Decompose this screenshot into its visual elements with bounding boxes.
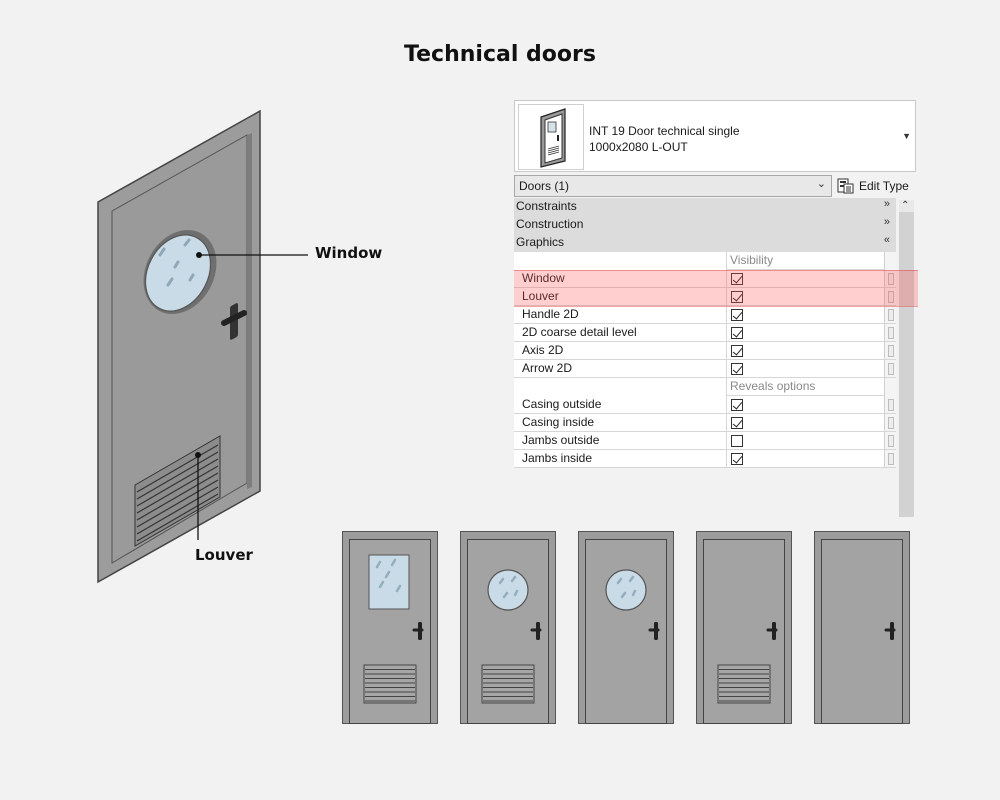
associate-parameter-button[interactable] <box>884 360 896 378</box>
scroll-up-arrow-icon[interactable]: ⌃ <box>901 200 910 211</box>
param-name: Handle 2D <box>514 306 726 324</box>
page-title: Technical doors <box>404 42 596 67</box>
associate-parameter-button[interactable] <box>884 288 896 306</box>
group-label: Construction <box>516 217 584 231</box>
isometric-door-illustration <box>97 109 261 584</box>
associate-parameter-button[interactable] <box>884 432 896 450</box>
scrollbar-thumb[interactable] <box>899 212 914 517</box>
double-chevron-down-icon: » <box>883 216 890 228</box>
properties-panel: INT 19 Door technical single 1000x2080 L… <box>514 100 918 517</box>
double-chevron-down-icon: » <box>883 198 890 210</box>
highlight-border-bottom <box>514 306 918 307</box>
associate-parameter-button[interactable] <box>884 342 896 360</box>
highlight-border-top <box>514 270 918 271</box>
param-row-window[interactable]: Window <box>514 270 896 288</box>
door-variant-3 <box>578 531 674 724</box>
param-name: 2D coarse detail level <box>514 324 726 342</box>
door-variant-1 <box>342 531 438 724</box>
axis-2d-checkbox[interactable] <box>731 345 743 357</box>
param-row-handle-2d[interactable]: Handle 2D <box>514 306 896 324</box>
instance-filter-dropdown[interactable]: Doors (1) ⌄ <box>514 175 832 197</box>
door-type-thumbnail <box>518 104 584 170</box>
param-row-arrow-2d[interactable]: Arrow 2D <box>514 360 896 378</box>
param-name: Casing outside <box>514 396 726 414</box>
subheader-reveals-label: Reveals options <box>726 378 884 396</box>
window-visibility-checkbox[interactable] <box>731 273 743 285</box>
edit-type-button[interactable]: Edit Type <box>837 175 917 197</box>
param-row-jambs-inside[interactable]: Jambs inside <box>514 450 896 468</box>
edit-type-label: Edit Type <box>859 179 909 193</box>
door-variant-4 <box>696 531 792 724</box>
double-chevron-up-icon: « <box>883 234 890 246</box>
louver-visibility-checkbox[interactable] <box>731 291 743 303</box>
casing-inside-checkbox[interactable] <box>731 417 743 429</box>
casing-outside-checkbox[interactable] <box>731 399 743 411</box>
param-row-coarse-detail[interactable]: 2D coarse detail level <box>514 324 896 342</box>
type-name: INT 19 Door technical single 1000x2080 L… <box>589 123 740 155</box>
param-name: Window <box>514 270 726 288</box>
coarse-detail-checkbox[interactable] <box>731 327 743 339</box>
door-variant-2 <box>460 531 556 724</box>
param-name: Axis 2D <box>514 342 726 360</box>
param-row-jambs-outside[interactable]: Jambs outside <box>514 432 896 450</box>
associate-parameter-button[interactable] <box>884 450 896 468</box>
type-name-line-2: 1000x2080 L-OUT <box>589 140 688 154</box>
window-callout-label: Window <box>315 244 383 262</box>
subheader-visibility-label: Visibility <box>726 252 884 270</box>
group-label: Graphics <box>516 235 565 249</box>
jambs-outside-checkbox[interactable] <box>731 435 743 447</box>
type-selector[interactable]: INT 19 Door technical single 1000x2080 L… <box>514 100 916 172</box>
group-constraints[interactable]: Constraints » <box>514 198 896 216</box>
instance-filter-value: Doors (1) <box>519 179 570 193</box>
door-variants-row <box>342 531 914 725</box>
group-construction[interactable]: Construction » <box>514 216 896 234</box>
param-name: Louver <box>514 288 726 306</box>
properties-scrollbar[interactable]: ⌃ <box>899 200 914 517</box>
jambs-inside-checkbox[interactable] <box>731 453 743 465</box>
arrow-2d-checkbox[interactable] <box>731 363 743 375</box>
type-dropdown-caret-icon[interactable]: ▼ <box>902 131 911 141</box>
param-row-axis-2d[interactable]: Axis 2D <box>514 342 896 360</box>
group-label: Constraints <box>516 199 577 213</box>
param-name: Arrow 2D <box>514 360 726 378</box>
type-name-line-1: INT 19 Door technical single <box>589 124 740 138</box>
associate-parameter-button[interactable] <box>884 414 896 432</box>
door-variant-5 <box>814 531 910 724</box>
param-name: Jambs outside <box>514 432 726 450</box>
subheader-visibility: Visibility <box>514 252 896 270</box>
associate-parameter-button[interactable] <box>884 270 896 288</box>
param-row-louver[interactable]: Louver <box>514 288 896 306</box>
group-graphics[interactable]: Graphics « <box>514 234 896 252</box>
associate-parameter-button[interactable] <box>884 324 896 342</box>
associate-parameter-button[interactable] <box>884 396 896 414</box>
param-name: Casing inside <box>514 414 726 432</box>
handle-2d-checkbox[interactable] <box>731 309 743 321</box>
associate-parameter-button[interactable] <box>884 306 896 324</box>
louver-callout-label: Louver <box>195 546 253 564</box>
chevron-down-icon: ⌄ <box>816 178 826 190</box>
edit-type-icon <box>837 178 854 194</box>
param-row-casing-inside[interactable]: Casing inside <box>514 414 896 432</box>
param-row-casing-outside[interactable]: Casing outside <box>514 396 896 414</box>
subheader-reveals: Reveals options <box>514 378 896 396</box>
param-name: Jambs inside <box>514 450 726 468</box>
